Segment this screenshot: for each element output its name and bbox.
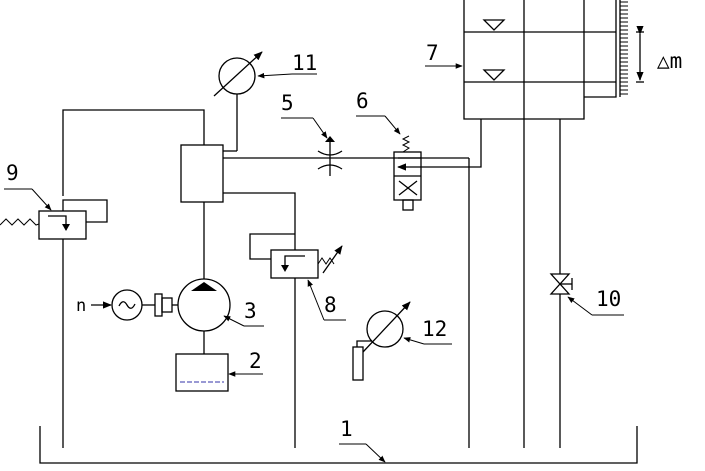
measuring-tank [463,0,617,448]
label-thermometer: 12 [422,317,447,341]
label-motor-input: n [76,296,86,316]
manifold-block [180,144,224,203]
motor [91,289,143,321]
label-drain-valve: 10 [596,287,621,311]
label-tank: 7 [426,41,439,65]
pressure-gauge [213,51,263,152]
label-valve: 6 [356,89,369,113]
relief-valve [223,192,343,448]
relief-valve-left [0,199,108,448]
level-scale [619,0,644,97]
label-relief-valve-left: 9 [6,161,19,185]
label-sink: 1 [340,417,353,441]
sink-basin [39,426,638,464]
label-throttle: 5 [281,91,294,115]
drain-valve [549,119,573,448]
scale-ticks [620,1,628,95]
oil-tank [175,353,229,392]
leader-lines [4,63,624,463]
left-return-line [62,109,205,196]
thermometer [352,301,411,381]
throttle-valve [317,136,343,176]
pump [177,278,231,354]
label-oil-tank: 2 [249,349,262,373]
label-pump: 3 [244,299,257,323]
motor-coupling [142,293,178,317]
label-pressure-gauge: 11 [292,51,317,75]
pump-arrow-icon [191,282,217,291]
directional-valve [393,135,422,211]
gauge-needle-icon [213,51,263,97]
label-level-diff: △m [657,49,682,73]
tank-supply-line [421,119,482,168]
label-relief-valve: 8 [324,293,337,317]
